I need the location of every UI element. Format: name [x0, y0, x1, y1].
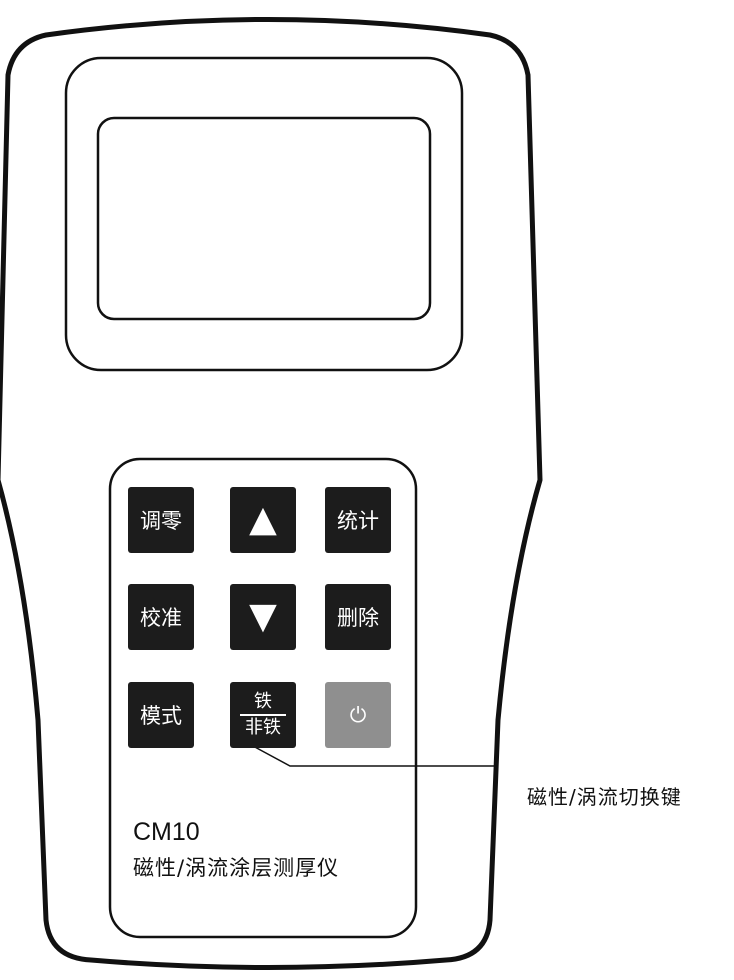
stats-key-label: 统计 [337, 509, 379, 533]
zero-key-label: 调零 [140, 509, 182, 533]
screen-bezel [64, 56, 464, 372]
nonfe-key-label: 非铁 [245, 717, 281, 738]
display-window [96, 116, 432, 321]
down-arrow-icon: ▼ [249, 596, 277, 637]
up-arrow-icon: ▲ [249, 499, 277, 540]
power-key[interactable]: ⏻ [325, 682, 391, 748]
delete-key-label: 删除 [337, 606, 379, 630]
calibrate-key[interactable]: 校准 [128, 584, 194, 650]
down-arrow-key[interactable]: ▼ [230, 584, 296, 650]
product-name-label: 磁性/涡流涂层测厚仪 [133, 856, 340, 880]
mode-key-label: 模式 [140, 704, 182, 728]
up-arrow-key[interactable]: ▲ [230, 487, 296, 553]
fe-key-label: 铁 [254, 691, 272, 713]
calibrate-key-label: 校准 [140, 606, 182, 630]
fe-nonfe-switch-key[interactable]: 铁 非铁 [230, 682, 296, 748]
stats-key[interactable]: 统计 [325, 487, 391, 553]
callout-leader-line [252, 745, 497, 767]
power-icon: ⏻ [349, 702, 367, 727]
fe-key-divider [240, 714, 286, 716]
device-body-outline [0, 17, 543, 970]
zero-key[interactable]: 调零 [128, 487, 194, 553]
mode-key[interactable]: 模式 [128, 682, 194, 748]
keypad-panel [108, 457, 418, 939]
delete-key[interactable]: 删除 [325, 584, 391, 650]
callout-label: 磁性/涡流切换键 [527, 785, 682, 809]
model-label: CM10 [133, 818, 200, 846]
